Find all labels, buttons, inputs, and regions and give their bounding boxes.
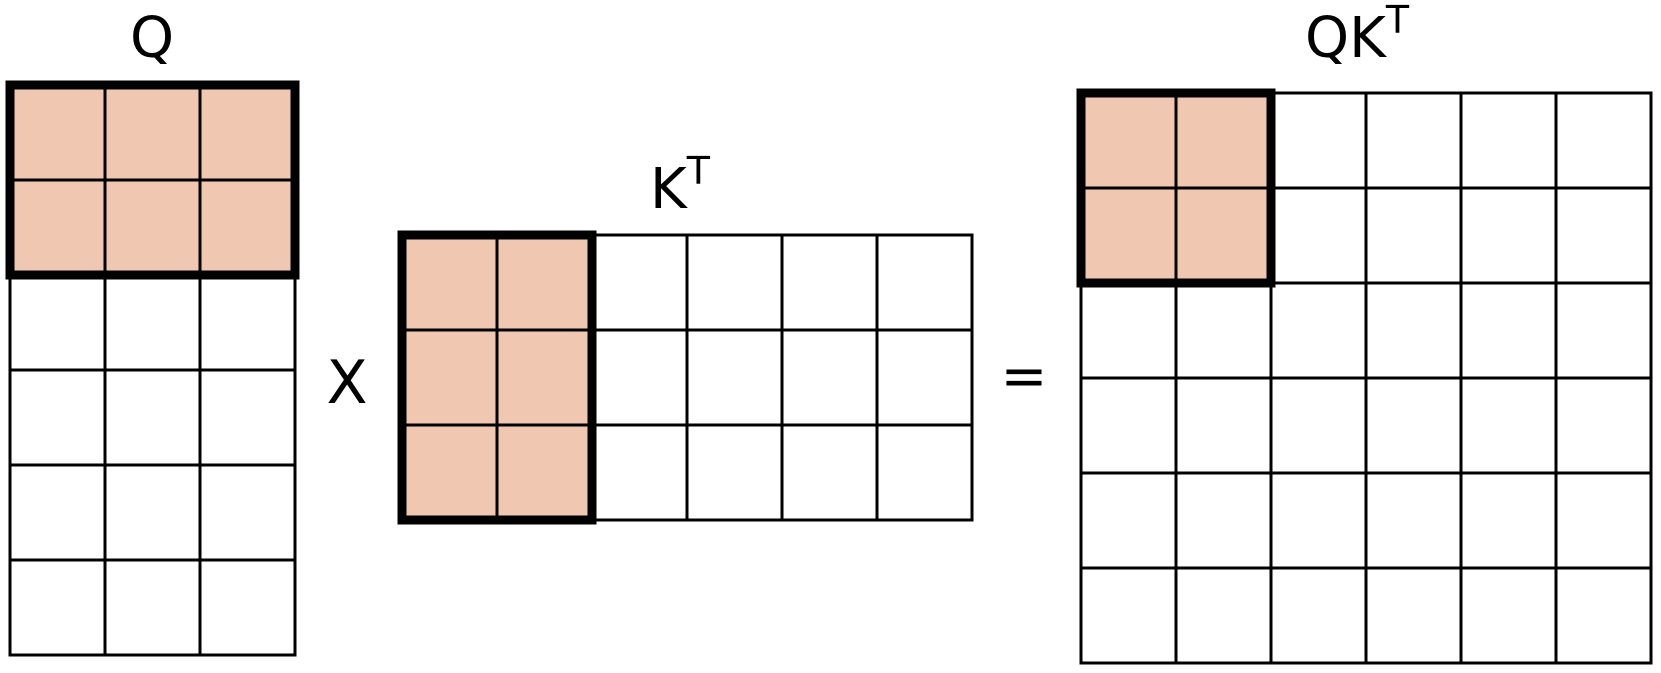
kt-matrix-label: KT — [650, 149, 711, 222]
qkt-cell — [1554, 376, 1653, 475]
qkt-cell — [1079, 376, 1178, 475]
kt-cell — [780, 423, 879, 522]
q-cell — [198, 273, 297, 372]
multiply-operator: X — [326, 348, 367, 418]
kt-cell — [685, 328, 784, 427]
qkt-cell-highlighted — [1174, 186, 1273, 285]
qkt-cell — [1269, 376, 1368, 475]
q-cell — [198, 368, 297, 467]
equals-operator: = — [1001, 344, 1048, 409]
qkt-cell-highlighted — [1174, 91, 1273, 190]
q-cell — [103, 558, 202, 657]
qkt-cell — [1554, 281, 1653, 380]
kt-cell — [590, 328, 689, 427]
q-cell-highlighted — [198, 178, 297, 277]
kt-cell — [875, 233, 974, 332]
kt-cell — [780, 328, 879, 427]
qkt-cell — [1269, 91, 1368, 190]
kt-cell-highlighted — [495, 328, 594, 427]
q-highlight-block — [5, 80, 300, 280]
q-matrix-label: Q — [130, 6, 174, 71]
kt-cell — [685, 233, 784, 332]
kt-cell — [875, 423, 974, 522]
qkt-cell — [1459, 471, 1558, 570]
qkt-cell — [1364, 566, 1463, 665]
kt-cell-highlighted — [400, 233, 499, 332]
qkt-cell — [1269, 281, 1368, 380]
kt-cell — [685, 423, 784, 522]
qkt-cell — [1554, 566, 1653, 665]
kt-cell — [590, 233, 689, 332]
q-cell — [8, 558, 107, 657]
q-cell — [103, 273, 202, 372]
qkt-cell — [1459, 186, 1558, 285]
qkt-cell — [1459, 91, 1558, 190]
qkt-cell — [1079, 566, 1178, 665]
qkt-highlight-block — [1076, 88, 1276, 288]
qkt-cell — [1269, 186, 1368, 285]
qkt-cell — [1459, 281, 1558, 380]
qkt-cell — [1269, 566, 1368, 665]
qkt-cell — [1459, 376, 1558, 475]
qkt-cell — [1554, 471, 1653, 570]
qkt-cell — [1364, 471, 1463, 570]
qkt-matrix-label: QKT — [1305, 0, 1410, 71]
q-cell-highlighted — [8, 178, 107, 277]
q-cell-highlighted — [198, 83, 297, 182]
q-cell — [198, 463, 297, 562]
kt-cell-highlighted — [400, 423, 499, 522]
qkt-cell — [1364, 376, 1463, 475]
q-cell — [8, 273, 107, 372]
qkt-cell — [1079, 281, 1178, 380]
kt-matrix-label-base: K — [650, 157, 688, 222]
kt-cell-highlighted — [495, 233, 594, 332]
kt-highlight-block — [397, 230, 597, 525]
qkt-cell — [1554, 91, 1653, 190]
qkt-cell — [1174, 566, 1273, 665]
qkt-cell — [1459, 566, 1558, 665]
qkt-cell — [1079, 471, 1178, 570]
qkt-cell-highlighted — [1079, 91, 1178, 190]
kt-cell — [780, 233, 879, 332]
qkt-cell-highlighted — [1079, 186, 1178, 285]
q-cell — [103, 463, 202, 562]
qkt-cell — [1364, 186, 1463, 285]
q-cell — [103, 368, 202, 467]
qkt-matrix-label-superscript: T — [1385, 0, 1410, 42]
qkt-cell — [1364, 91, 1463, 190]
q-cell-highlighted — [103, 178, 202, 277]
qkt-matrix-label-base: QK — [1305, 6, 1387, 71]
q-cell — [198, 558, 297, 657]
q-cell-highlighted — [103, 83, 202, 182]
qkt-cell — [1174, 281, 1273, 380]
kt-cell-highlighted — [495, 423, 594, 522]
kt-matrix — [397, 230, 974, 525]
q-cell — [8, 368, 107, 467]
kt-matrix-label-superscript: T — [686, 149, 711, 193]
qkt-cell — [1174, 376, 1273, 475]
kt-cell — [590, 423, 689, 522]
kt-cell — [875, 328, 974, 427]
qkt-matrix — [1076, 88, 1653, 665]
q-cell — [8, 463, 107, 562]
kt-cell-highlighted — [400, 328, 499, 427]
qkt-cell — [1174, 471, 1273, 570]
q-matrix — [5, 80, 300, 657]
q-cell-highlighted — [8, 83, 107, 182]
qkt-cell — [1269, 471, 1368, 570]
qkt-cell — [1554, 186, 1653, 285]
qkt-cell — [1364, 281, 1463, 380]
